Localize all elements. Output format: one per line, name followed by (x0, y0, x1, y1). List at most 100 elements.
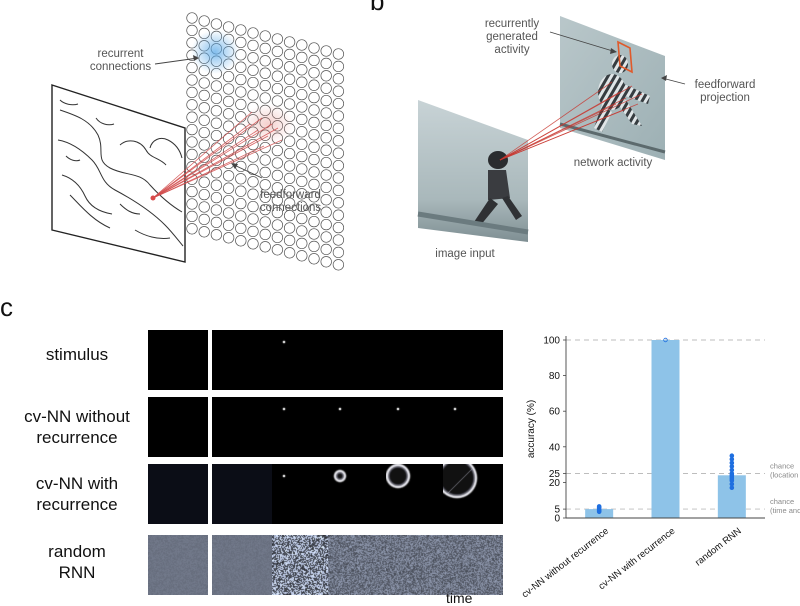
feedforward-label-line2: connections (259, 202, 322, 214)
neuron-circle (296, 39, 308, 51)
neuron-circle (210, 105, 223, 117)
frame-without-6 (443, 397, 503, 457)
neuron-circle (320, 231, 332, 243)
neuron-circle (259, 166, 271, 179)
feedforward-projection-label: feedforward projection (685, 79, 765, 105)
y-tick-label: 80 (549, 371, 561, 382)
row-label-random-rnn: random RNN (2, 541, 152, 583)
neuron-circle (296, 101, 308, 113)
neuron-circle (222, 194, 235, 207)
neuron-circle (320, 70, 332, 82)
neuron-circle (186, 223, 198, 235)
neuron-circle (222, 232, 235, 244)
neuron-circle (210, 179, 223, 191)
row-label-random-line1: random (48, 542, 106, 561)
neuron-circle (210, 129, 223, 142)
neuron-circle (259, 179, 271, 191)
neuron-circle (308, 203, 320, 215)
neuron-circle (296, 51, 308, 64)
neuron-circle (235, 185, 247, 197)
neuron-circle (320, 82, 332, 94)
feedforward-projection-lines (499, 81, 643, 161)
projection-line (499, 109, 625, 161)
neuron-circle (247, 76, 259, 89)
row-label-with-line1: cv-NN with (35, 474, 119, 493)
frame-without-4 (328, 397, 388, 457)
neuron-circle (320, 169, 332, 181)
network-activity-label: network activity (573, 157, 653, 169)
frame-with-5 (386, 464, 446, 524)
neuron-circle (247, 89, 259, 101)
recurrent-activity-arrowhead (610, 48, 617, 54)
neuron-circle (320, 181, 332, 194)
feedforward-line (152, 127, 279, 199)
frame-stimulus-2 (212, 330, 272, 390)
input-point (150, 195, 156, 201)
neuron-circle (308, 141, 320, 153)
neuron-circle (296, 212, 308, 225)
neuron-circle (222, 145, 235, 157)
neuron-circle (320, 57, 332, 70)
recurrent-label-line2: connections (89, 61, 152, 73)
frame-random-1 (148, 535, 208, 595)
neuron-circle (235, 135, 247, 148)
panel-a-schematic (51, 12, 345, 271)
neuron-circle (308, 253, 320, 265)
neuron-circle (198, 89, 210, 102)
neuron-circle (283, 247, 296, 259)
recurrently-generated-activity-label: recurrently generated activity (472, 18, 552, 57)
data-point (729, 476, 735, 482)
neuron-circle (235, 86, 247, 98)
neuron-circle (222, 219, 235, 232)
row-label-without-line2: recurrence (36, 428, 118, 447)
neuron-circle (210, 216, 223, 229)
bar-2 (651, 340, 680, 518)
recurrent-glow (191, 30, 239, 74)
neuron-circle (332, 85, 345, 97)
neuron-circle (222, 70, 235, 83)
frame-stimulus-5 (386, 330, 446, 390)
neuron-circle (332, 197, 345, 209)
neuron-circle (259, 191, 271, 203)
frame-random-5 (386, 535, 446, 595)
neuron-circle (271, 219, 284, 231)
feedforward-arrow (231, 163, 263, 179)
neuron-circle (283, 147, 296, 160)
recurrently-label-line2: generated (486, 31, 538, 43)
recurrent-arrowhead (193, 55, 199, 61)
y-tick-label: 40 (549, 442, 561, 453)
landscape-sketch (57, 99, 184, 247)
neuron-circle (332, 234, 345, 246)
neuron-circle (296, 188, 308, 200)
feedforward-projection-arrowhead (661, 75, 667, 81)
y-tick-label: 20 (549, 478, 561, 489)
neuron-circle (210, 18, 223, 30)
neuron-circle (283, 135, 296, 147)
neuron-circle (308, 178, 320, 191)
neuron-circle (235, 235, 247, 247)
neuron-circle (332, 159, 345, 172)
frame-stimulus-4 (328, 330, 388, 390)
recurrent-label-line1: recurrent (97, 48, 144, 60)
neuron-circle (308, 67, 320, 79)
recurrent-connections-label: recurrent connections (78, 48, 163, 74)
neuron-circle (332, 122, 345, 135)
neuron-circle (198, 226, 210, 238)
neuron-circle (320, 194, 332, 206)
ff-projection-line2: projection (700, 92, 750, 104)
neuron-circle (259, 79, 271, 92)
neuron-circle (235, 24, 247, 36)
image-input-sheet (418, 100, 528, 242)
neuron-circle (186, 185, 198, 198)
neuron-circle (332, 184, 345, 197)
neuron-circle (332, 110, 345, 122)
frame-with-2 (212, 464, 272, 524)
neuron-circle (222, 83, 235, 95)
neuron-circle (186, 161, 198, 173)
neuron-circle (186, 86, 198, 99)
neuron-circle (283, 160, 296, 172)
neuron-circle (271, 194, 284, 206)
neuron-circle (308, 240, 320, 253)
feedforward-glow (242, 104, 294, 144)
neuron-circle (283, 222, 296, 234)
